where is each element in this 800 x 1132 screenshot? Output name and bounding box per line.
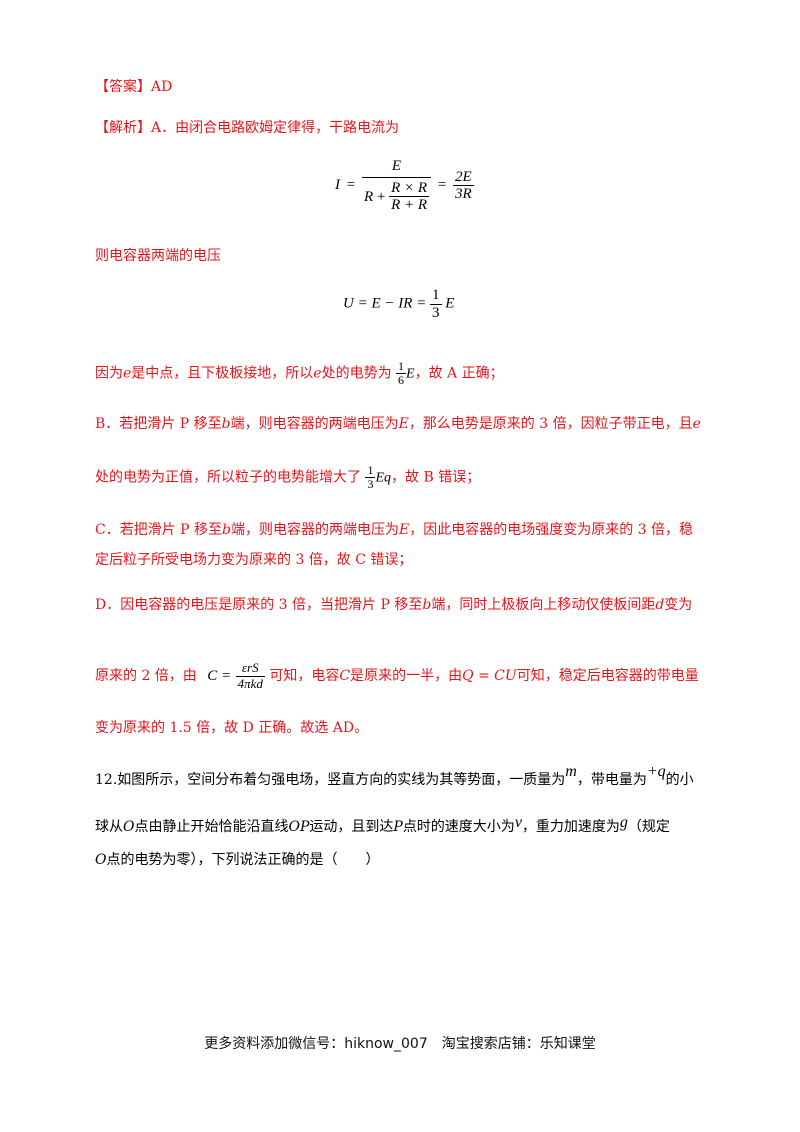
analysis-line-c2: 定后粒子所受电场力变为原来的 3 倍，故 C 错误；: [95, 552, 413, 568]
question-line-3: O点的电势为零），下列说法正确的是（ ）: [95, 852, 380, 868]
analysis-intro: 【解析】A．由闭合电路欧姆定律得，干路电流为: [95, 120, 400, 136]
analysis-line-d3: 变为原来的 1.5 倍，故 D 正确。故选 AD。: [95, 720, 369, 736]
footer-text: 更多资料添加微信号：hiknow_007 淘宝搜索店铺：乐知课堂: [204, 1036, 596, 1052]
analysis-line-b1: B．若把滑片 P 移至b端，则电容器的两端电压为E，那么电势是原来的 3 倍，因…: [95, 416, 701, 432]
question-line-1: 12.如图所示，空间分布着匀强电场，竖直方向的实线为其等势面，一质量为m，带电量…: [95, 763, 694, 788]
answer-line: 【答案】AD: [95, 77, 172, 97]
analysis-line-c1: C．若把滑片 P 移至b端，则电容器的两端电压为E，因此电容器的电场强度变为原来…: [95, 522, 694, 538]
analysis-label: 【解析】: [95, 120, 151, 136]
question-line-2: 球从O点由静止开始恰能沿直线OP运动，且到达P点时的速度大小为v，重力加速度为g…: [95, 814, 670, 835]
voltage-intro: 则电容器两端的电压: [95, 248, 221, 264]
current-fraction: E R + R × R R + R: [361, 158, 432, 214]
answer-value: AD: [151, 79, 173, 95]
analysis-line-d1: D．因电容器的电压是原来的 3 倍，当把滑片 P 移至b端，同时上极板向上移动仅…: [95, 597, 693, 613]
current-result: 2E 3R: [453, 168, 474, 203]
current-formula: I = E R + R × R R + R = 2E 3R: [335, 158, 474, 214]
voltage-formula: U = E − IR = 1 3 E: [343, 287, 455, 321]
answer-label: 【答案】: [95, 79, 151, 95]
